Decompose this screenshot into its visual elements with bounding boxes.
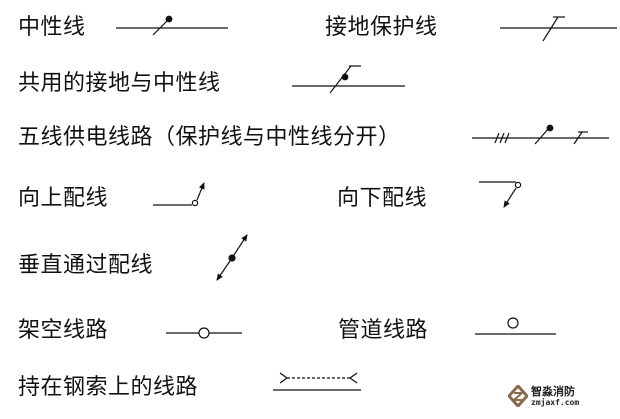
watermark-name: 智淼消防 xyxy=(531,384,575,398)
overhead-symbol xyxy=(166,327,242,339)
protective-earth-symbol xyxy=(500,16,617,42)
label-conduit: 管道线路 xyxy=(338,318,429,343)
label-overhead: 架空线路 xyxy=(18,318,109,343)
label-combined-pen: 共用的接地与中性线 xyxy=(18,71,221,96)
messenger-wire-symbol xyxy=(273,372,361,391)
wiring-down-symbol xyxy=(479,181,522,208)
watermark-url: zmjaxf.com xyxy=(531,397,580,407)
combined-pen-symbol xyxy=(292,65,405,94)
label-wiring-down: 向下配线 xyxy=(337,186,428,211)
neutral-symbol xyxy=(116,15,228,36)
label-protective-earth: 接地保护线 xyxy=(325,15,438,40)
watermark: 智淼消防 zmjaxf.com xyxy=(508,385,579,407)
label-neutral: 中性线 xyxy=(18,15,86,40)
label-messenger-wire: 持在钢索上的线路 xyxy=(18,375,199,400)
five-wire-symbol xyxy=(472,124,609,145)
label-vertical-through: 垂直通过配线 xyxy=(18,253,154,278)
conduit-symbol xyxy=(475,317,556,335)
watermark-logo-icon xyxy=(508,385,528,407)
wiring-up-symbol xyxy=(153,182,205,207)
label-wiring-up: 向上配线 xyxy=(18,186,109,211)
vertical-through-symbol xyxy=(216,234,248,281)
label-five-wire: 五线供电线路（保护线与中性线分开） xyxy=(18,125,401,150)
